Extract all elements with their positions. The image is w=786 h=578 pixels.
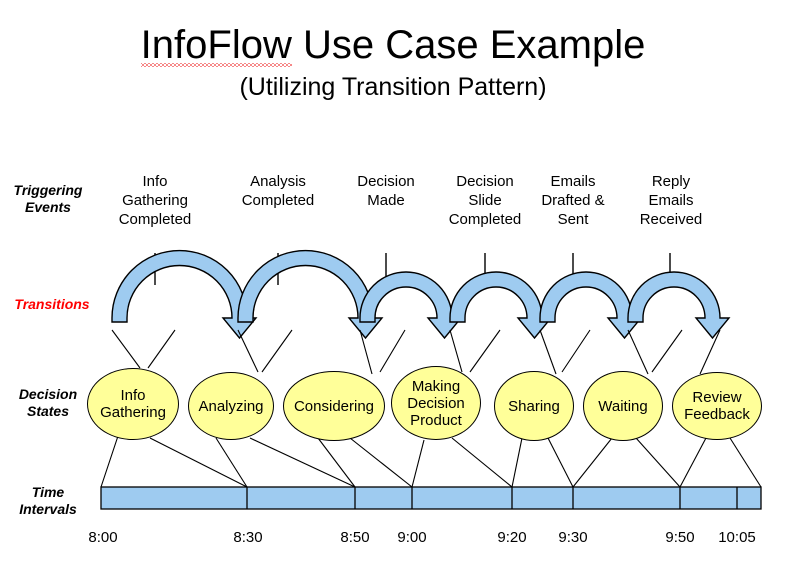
- connector-up-6b: [651, 329, 683, 373]
- connector-down-7a: [679, 437, 707, 488]
- event-label-4: Decision Slide Completed: [448, 173, 522, 228]
- transition-arrow-5: [539, 271, 643, 340]
- decision-state-4[interactable]: Making Decision Product: [391, 366, 481, 440]
- time-bar-group: [100, 486, 762, 510]
- event-label-3: Decision Made: [357, 173, 415, 209]
- connector-down-1b: [149, 437, 248, 488]
- connector-up-1a: [111, 329, 141, 369]
- connector-up-4b: [469, 329, 501, 373]
- connector-up-5b: [561, 329, 591, 373]
- decision-state-label: Analyzing: [198, 397, 264, 415]
- connector-down-4b: [451, 437, 513, 488]
- time-tick-5: 9:20: [497, 529, 527, 546]
- connector-up-4a: [449, 329, 463, 373]
- event-label-5: Emails Drafted & Sent: [541, 173, 605, 228]
- connector-down-6a: [572, 437, 613, 488]
- connector-up-3b: [379, 329, 406, 373]
- transition-arrow-1: [111, 249, 258, 340]
- time-tick-4: 9:00: [397, 529, 427, 546]
- decision-state-label: Considering: [293, 397, 375, 415]
- transition-arrow-4: [449, 271, 553, 340]
- page-subtitle: (Utilizing Transition Pattern): [239, 73, 547, 101]
- decision-state-label: Waiting: [598, 397, 648, 415]
- row-label-decision-states: Decision States: [18, 386, 78, 419]
- connector-down-1a: [100, 435, 119, 488]
- transition-arrow-group: [111, 249, 731, 340]
- connector-down-3a: [317, 437, 356, 488]
- page-title: InfoFlow Use Case Example: [0, 22, 786, 68]
- decision-state-7[interactable]: Review Feedback: [672, 372, 762, 440]
- row-label-transitions: Transitions: [14, 296, 90, 312]
- time-tick-8: 10:05: [718, 529, 756, 546]
- time-bar: [100, 486, 762, 510]
- row-label-time-intervals: Time Intervals: [19, 484, 77, 517]
- connector-up-3a: [359, 329, 373, 375]
- time-tick-6: 9:30: [558, 529, 588, 546]
- decision-state-3[interactable]: Considering: [283, 371, 385, 441]
- time-tick-7: 9:50: [665, 529, 695, 546]
- transition-arrow-3: [359, 271, 463, 340]
- event-label-2: Analysis Completed: [241, 173, 315, 209]
- connector-up-5a: [539, 329, 557, 375]
- connector-down-5b: [547, 437, 574, 488]
- connector-down-6b: [635, 437, 681, 488]
- connector-up-1b: [147, 329, 176, 369]
- time-tick-2: 8:30: [233, 529, 263, 546]
- title-misspelled-word: InfoFlow: [140, 23, 293, 67]
- decision-state-label: Sharing: [508, 397, 560, 415]
- decision-state-2[interactable]: Analyzing: [188, 372, 274, 440]
- connector-down-4a: [411, 439, 425, 488]
- event-label-6: Reply Emails Received: [639, 173, 703, 228]
- decision-state-6[interactable]: Waiting: [583, 371, 663, 441]
- decision-state-1[interactable]: Info Gathering: [87, 368, 179, 440]
- decision-state-5[interactable]: Sharing: [494, 371, 574, 441]
- connector-up-6a: [627, 329, 649, 375]
- connector-down-2a: [215, 437, 248, 488]
- transition-arrow-2: [237, 249, 384, 340]
- decision-state-label: Review Feedback: [684, 389, 750, 423]
- title-rest: Use Case Example: [291, 23, 646, 67]
- connector-down-5a: [511, 437, 523, 488]
- connector-down-3b: [349, 437, 413, 488]
- transition-arrow-6: [627, 271, 731, 340]
- time-tick-1: 8:00: [88, 529, 118, 546]
- event-label-1: Info Gathering Completed: [118, 173, 192, 228]
- state-connector-lines: [100, 329, 762, 488]
- connector-up-7: [699, 329, 721, 375]
- connector-up-2a: [237, 329, 259, 373]
- decision-state-label: Info Gathering: [100, 387, 166, 421]
- connector-down-7b: [729, 437, 762, 488]
- time-tick-3: 8:50: [340, 529, 370, 546]
- connector-down-2b: [249, 437, 356, 488]
- connector-up-2b: [261, 329, 293, 373]
- row-label-triggering-events: Triggering Events: [13, 182, 83, 215]
- decision-state-label: Making Decision Product: [407, 377, 465, 429]
